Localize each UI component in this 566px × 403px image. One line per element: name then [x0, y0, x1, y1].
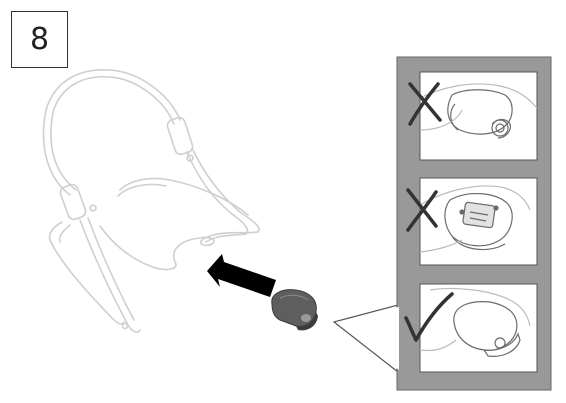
step-number: 8: [29, 21, 50, 57]
panel-incorrect-flipped: [408, 71, 538, 161]
insert-arrow-icon: [207, 254, 276, 297]
headset-frame: [42, 69, 260, 333]
hearing-device: [271, 289, 318, 331]
x-mark-icon: [406, 188, 438, 232]
check-mark-icon: [404, 292, 454, 342]
panel-correct: [404, 283, 538, 373]
panel-incorrect-underside: [406, 177, 538, 266]
step-number-box: 8: [11, 11, 68, 68]
x-mark-icon: [408, 82, 442, 126]
